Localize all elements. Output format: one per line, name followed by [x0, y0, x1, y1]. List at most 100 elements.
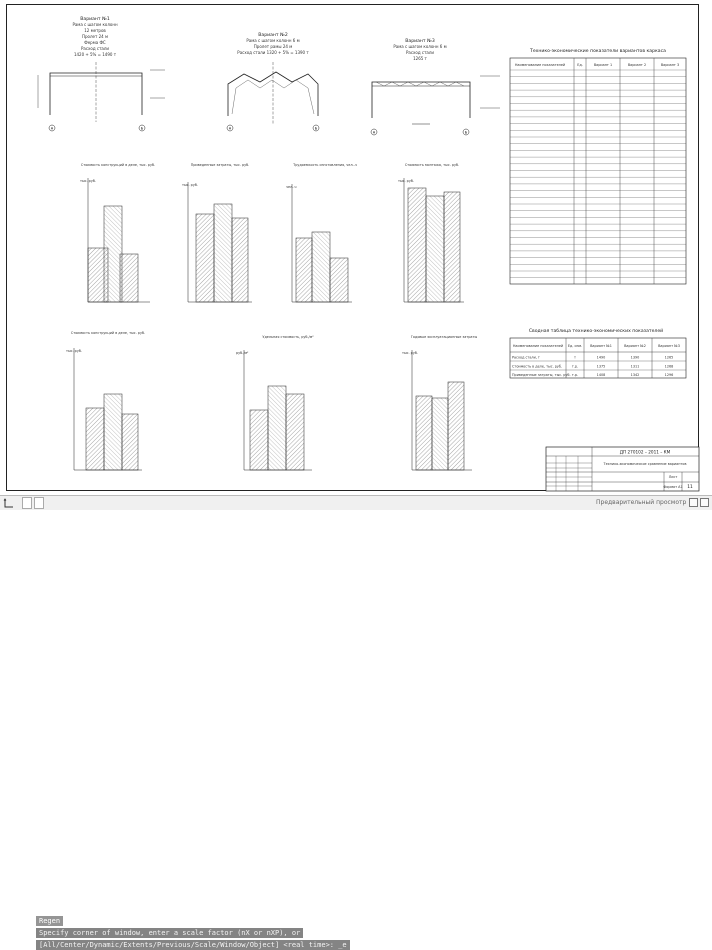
summary-table-title: Сводная таблица технико-экономических по…: [529, 327, 663, 334]
small-chart-1: Стоимость конструкций в деле, тыс. руб. …: [80, 163, 155, 303]
small-chart-5-bar-3: [121, 413, 139, 471]
axis-marker-1: А: [51, 127, 54, 131]
small-chart-4-bar-1: [407, 187, 427, 303]
small-chart-6-title: Удельная стоимость, руб./м²: [262, 335, 314, 339]
small-chart-2: Приведенные затраты, тыс. руб. тыс. руб.: [182, 163, 252, 303]
small-chart-6-ylabel: руб./м²: [236, 351, 249, 355]
command-history: Regen: [36, 916, 64, 926]
small-chart-5-title: Стоимость конструкций в деле, тыс. руб.: [71, 331, 145, 335]
status-bar: Предварительный просмотр: [0, 495, 712, 510]
small-chart-4-bar-3: [443, 191, 461, 303]
ucs-icon: [2, 497, 16, 509]
frame-diagram-3: Вариант №3 Рама с шагом колонн 6 м Расхо…: [370, 38, 500, 136]
small-chart-2-bar-1: [195, 213, 215, 303]
diagram-1-line-3: Пролет 24 м: [82, 34, 108, 39]
summary-table: Сводная таблица технико-экономических по…: [509, 327, 687, 379]
summary-cell: 1296: [665, 373, 674, 377]
axis-marker-3: А: [229, 127, 232, 131]
summary-head-1: Наименование показателей: [513, 344, 563, 348]
small-chart-4-title: Стоимость монтажа, тыс. руб.: [405, 163, 459, 167]
frame-diagram-1: Вариант №1 Рама с шагом колонн 12 метров…: [37, 16, 165, 132]
title-block-sheet-number: 11: [687, 484, 693, 490]
main-table-head-5: Вариант 3: [661, 63, 679, 67]
small-chart-4-ylabel: тыс. руб.: [398, 179, 414, 183]
small-chart-6-bar-3: [285, 393, 305, 471]
diagram-1-line-1: Рама с шагом колонн: [72, 22, 118, 27]
small-chart-3-bar-2: [311, 231, 331, 303]
small-chart-3: Трудоемкость изготовления, чел.-ч чел.-ч: [286, 163, 357, 303]
small-chart-2-title: Приведенные затраты, тыс. руб.: [191, 163, 250, 167]
command-input[interactable]: [All/Center/Dynamic/Extents/Previous/Sca…: [36, 940, 350, 950]
small-chart-2-bar-3: [231, 217, 249, 303]
model-tab[interactable]: [22, 497, 32, 509]
diagram-1-line-4: Ферма ФС: [84, 40, 106, 45]
maximize-icon[interactable]: [700, 498, 709, 507]
small-chart-3-ylabel: чел.-ч: [286, 185, 297, 189]
diagram-2-title: Вариант №2: [258, 32, 288, 38]
title-block-sheet-label: Лист: [669, 475, 678, 479]
sheet-frame: [6, 4, 699, 491]
summary-cell: т.р.: [572, 373, 578, 377]
title-block-code: ДП 270102 – 2011 – КМ: [620, 450, 671, 455]
main-table: Технико-экономические показатели вариант…: [509, 48, 687, 285]
summary-cell: Стоимость в деле, тыс. руб.: [512, 365, 562, 369]
axis-marker-4: Б: [315, 127, 318, 131]
diagram-3-title: Вариант №3: [405, 38, 435, 44]
title-block: ДП 270102 – 2011 – КМ Технико-экономичес…: [545, 446, 700, 492]
small-chart-7-title: Годовые эксплуатационные затраты: [411, 335, 478, 339]
diagram-3-line-1: Рама с шагом колонн 6 м: [393, 44, 446, 49]
small-chart-3-title: Трудоемкость изготовления, чел.-ч: [292, 163, 357, 167]
status-coords: Предварительный просмотр: [596, 499, 687, 506]
small-chart-3-bar-1: [295, 237, 313, 303]
main-table-title: Технико-экономические показатели вариант…: [529, 48, 666, 54]
summary-cell: Расход стали, т: [512, 356, 540, 360]
axis-marker-5: А: [373, 131, 376, 135]
diagram-1-title: Вариант №1: [80, 16, 110, 22]
small-chart-2-ylabel: тыс. руб.: [182, 183, 198, 187]
small-chart-4-bar-2: [425, 195, 445, 303]
layout-tab[interactable]: [34, 497, 44, 509]
layout-icon[interactable]: [689, 498, 698, 507]
summary-cell: 1265: [665, 356, 674, 360]
drawing-area[interactable]: Вариант №1 Рама с шагом колонн 12 метров…: [0, 0, 712, 495]
title-block-format: Формат А1: [663, 485, 682, 489]
diagram-2-line-2: Пролет рамы 24 м: [254, 44, 292, 49]
summary-cell: т.р.: [572, 365, 578, 369]
small-chart-1-bar-2: [103, 205, 123, 303]
summary-cell: Приведенные затраты, тыс. руб.: [512, 373, 571, 377]
main-table-head-2: Ед.: [577, 63, 583, 67]
small-chart-1-title: Стоимость конструкций в деле, тыс. руб.: [81, 163, 155, 167]
diagram-2-line-3: Расход стали 1320 + 5% = 1390 т: [237, 50, 309, 55]
small-chart-7-bar-3: [447, 381, 465, 471]
main-table-head-3: Вариант 1: [594, 63, 612, 67]
summary-head-5: Вариант №3: [658, 344, 680, 348]
command-prompt: Specify corner of window, enter a scale …: [36, 928, 304, 938]
small-chart-3-bar-3: [329, 257, 349, 303]
small-chart-6: Удельная стоимость, руб./м² руб./м²: [236, 335, 314, 471]
frame-diagram-2: Вариант №2 Рама с шагом колонн 6 м Проле…: [226, 32, 320, 132]
summary-cell: 1408: [597, 373, 606, 377]
summary-head-2: Ед. изм.: [568, 344, 582, 348]
small-chart-5: Стоимость конструкций в деле, тыс. руб. …: [66, 331, 145, 471]
diagram-1-line-6: 1420 + 5% = 1490 т: [74, 52, 117, 57]
small-chart-1-bar-3: [119, 253, 139, 303]
axis-marker-6: Б: [465, 131, 468, 135]
drawing-canvas[interactable]: Вариант №1 Рама с шагом колонн 12 метров…: [0, 0, 712, 510]
small-chart-4: Стоимость монтажа, тыс. руб. тыс. руб.: [398, 163, 464, 303]
summary-cell: 1375: [597, 365, 606, 369]
summary-cell: 1311: [631, 365, 640, 369]
summary-cell: 1390: [631, 356, 640, 360]
diagram-3-line-2: Расход стали: [406, 50, 434, 55]
main-table-head-1: Наименование показателей: [515, 63, 565, 67]
diagram-1-line-5: Расход стали: [81, 46, 109, 51]
main-table-head-4: Вариант 2: [628, 63, 646, 67]
small-chart-7: Годовые эксплуатационные затраты тыс. ру…: [402, 335, 478, 471]
axis-marker-2: Б: [141, 127, 144, 131]
small-chart-2-bar-2: [213, 203, 233, 303]
summary-head-4: Вариант №2: [624, 344, 646, 348]
command-line-panel: Regen Specify corner of window, enter a …: [0, 457, 712, 950]
title-block-description: Технико-экономическое сравнение варианто…: [603, 462, 687, 466]
summary-cell: 1490: [597, 356, 606, 360]
summary-cell: 1342: [631, 373, 640, 377]
small-chart-7-ylabel: тыс. руб.: [402, 351, 418, 355]
